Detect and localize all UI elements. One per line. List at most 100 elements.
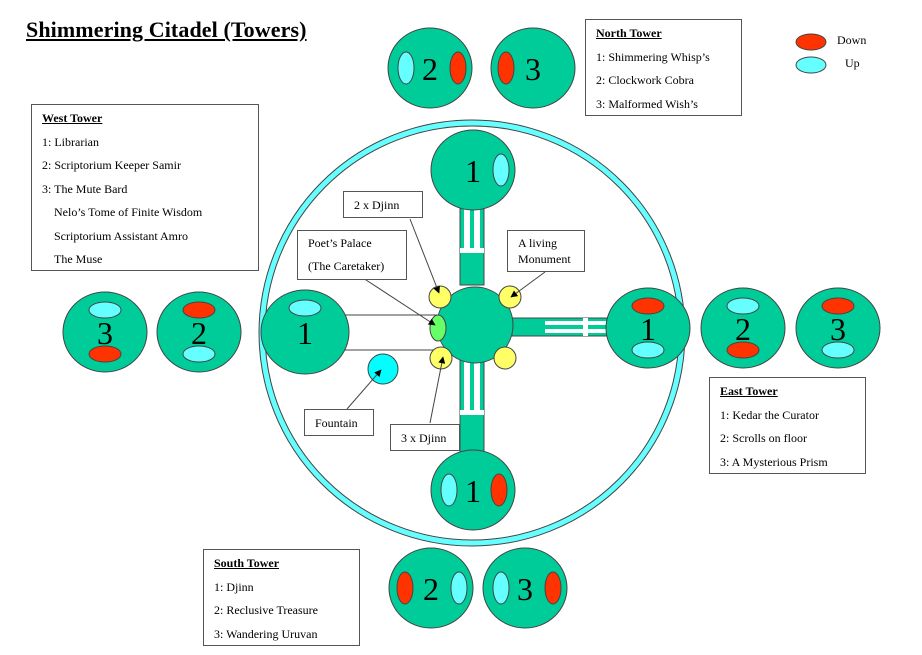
stairs-up-icon[interactable] — [288, 299, 322, 317]
stairs-up-icon[interactable] — [631, 341, 665, 359]
poets-palace-marker[interactable] — [429, 314, 447, 342]
callout-living-monument: A living Monument — [507, 230, 585, 272]
monument-marker-ne[interactable] — [498, 285, 522, 309]
east-tower-legend: East Tower 1: Kedar the Curator 2: Scrol… — [709, 377, 866, 474]
north-tower-header: North Tower — [596, 26, 662, 40]
stairs-down-icon[interactable] — [449, 51, 467, 85]
callout-two-djinn-text: 2 x Djinn — [354, 198, 400, 212]
east-tower-header: East Tower — [720, 384, 778, 398]
room-number: 2 — [423, 571, 439, 607]
stairs-down-icon[interactable] — [182, 301, 216, 319]
south-room-floor — [482, 547, 568, 629]
north-tower-room-2[interactable]: 2 — [387, 27, 473, 109]
east-corridor — [511, 317, 613, 337]
room-number: 2 — [422, 51, 438, 87]
marker-se[interactable] — [493, 346, 517, 370]
room-number: 3 — [517, 571, 533, 607]
room-number: 1 — [297, 315, 313, 351]
north-tower-room-1[interactable]: 1 — [430, 129, 516, 211]
room-number: 3 — [97, 315, 113, 351]
stairs-up-icon[interactable] — [492, 153, 510, 187]
west-tower-header: West Tower — [42, 111, 103, 125]
west-tower-item: 3: The Mute Bard — [42, 181, 128, 196]
djinn-marker-nw[interactable] — [428, 285, 452, 309]
stairs-up-icon[interactable] — [450, 571, 468, 605]
legend-down-label: Down — [837, 33, 867, 47]
stairs-up-icon[interactable] — [440, 473, 458, 507]
page-title: Shimmering Citadel (Towers) — [26, 17, 307, 42]
stairs-up-icon[interactable] — [821, 341, 855, 359]
west-room-floor — [62, 291, 148, 373]
south-tower-room-3[interactable]: 3 — [482, 547, 568, 629]
stairs-down-icon[interactable] — [544, 571, 562, 605]
north-tower-item: 1: Shimmering Whisp’s — [596, 49, 710, 64]
stairs-down-icon[interactable] — [821, 297, 855, 315]
west-room-floor — [156, 291, 242, 373]
stairs-up-icon[interactable] — [397, 51, 415, 85]
south-tower-item: 2: Reclusive Treasure — [214, 603, 318, 617]
callout-living-monument-line1: A living — [518, 236, 558, 250]
south-corridor — [459, 359, 485, 461]
east-tower-room-3[interactable]: 3 — [795, 287, 881, 369]
room-number: 2 — [191, 315, 207, 351]
north-tower-item: 3: Malformed Wish’s — [596, 96, 698, 111]
stairs-up-icon[interactable] — [88, 301, 122, 319]
stairs-down-icon[interactable] — [631, 297, 665, 315]
room-number: 1 — [465, 153, 481, 189]
west-tower-room-3[interactable]: 3 — [62, 291, 148, 373]
stairs-up-icon[interactable] — [726, 297, 760, 315]
east-room-floor — [605, 287, 691, 369]
room-number: 1 — [465, 473, 481, 509]
north-tower-legend: North Tower 1: Shimmering Whisp’s 2: Clo… — [585, 19, 742, 116]
west-tower-room-2[interactable]: 2 — [156, 291, 242, 373]
callout-line-living-monument — [510, 271, 546, 298]
south-tower-item: 1: Djinn — [214, 579, 254, 594]
east-room-floor — [795, 287, 881, 369]
east-tower-room-2[interactable]: 2 — [700, 287, 786, 369]
south-tower-room-1[interactable]: 1 — [430, 449, 516, 531]
stairs-down-icon[interactable] — [497, 51, 515, 85]
east-tower-room-1[interactable]: 1 — [605, 287, 691, 369]
north-corridor — [459, 204, 485, 286]
west-tower-sub-item: The Muse — [54, 252, 103, 266]
callout-line-three-djinn — [429, 356, 446, 424]
south-tower-legend: South Tower 1: Djinn 2: Reclusive Treasu… — [203, 549, 360, 646]
room-number: 1 — [640, 311, 656, 347]
stairs-down-icon[interactable] — [726, 341, 760, 359]
north-tower-room-3[interactable]: 3 — [490, 27, 576, 109]
south-room-floor — [388, 547, 474, 629]
north-tower-item: 2: Clockwork Cobra — [596, 73, 694, 87]
south-tower-room-2[interactable]: 2 — [388, 547, 474, 629]
west-tower-item: 1: Librarian — [42, 134, 99, 149]
callout-poets-palace-line1: Poet’s Palace — [308, 236, 372, 250]
callout-two-djinn: 2 x Djinn — [343, 191, 423, 218]
east-tower-item: 1: Kedar the Curator — [720, 407, 819, 422]
south-room-floor — [430, 449, 516, 531]
callout-living-monument-line2: Monument — [518, 252, 571, 266]
legend-up-label: Up — [845, 56, 860, 70]
legend-up-swatch — [795, 56, 827, 74]
south-tower-item: 3: Wandering Uruvan — [214, 626, 318, 641]
callout-three-djinn-text: 3 x Djinn — [401, 431, 447, 445]
stairs-down-icon[interactable] — [396, 571, 414, 605]
north-room-floor — [430, 129, 516, 211]
stairs-down-icon[interactable] — [88, 345, 122, 363]
callout-fountain-text: Fountain — [315, 416, 358, 430]
callout-poets-palace-line2: (The Caretaker) — [308, 259, 385, 273]
west-tower-sub-item: Scriptorium Assistant Amro — [54, 228, 189, 243]
north-room-floor — [387, 27, 473, 109]
west-tower-room-1[interactable]: 1 — [260, 289, 350, 375]
room-number: 3 — [830, 311, 846, 347]
stairs-up-icon[interactable] — [492, 571, 510, 605]
west-tower-legend: West Tower 1: Librarian 2: Scriptorium K… — [31, 104, 259, 271]
callout-poets-palace: Poet’s Palace (The Caretaker) — [297, 230, 407, 280]
callout-line-poets-palace — [362, 277, 436, 326]
stairs-up-icon[interactable] — [182, 345, 216, 363]
callout-fountain: Fountain — [304, 409, 374, 436]
west-tower-sub-item: Nelo’s Tome of Finite Wisdom — [54, 205, 203, 219]
stairs-down-icon[interactable] — [490, 473, 508, 507]
east-room-floor — [700, 287, 786, 369]
south-tower-header: South Tower — [214, 556, 280, 570]
room-number: 3 — [525, 51, 541, 87]
room-number: 2 — [735, 311, 751, 347]
